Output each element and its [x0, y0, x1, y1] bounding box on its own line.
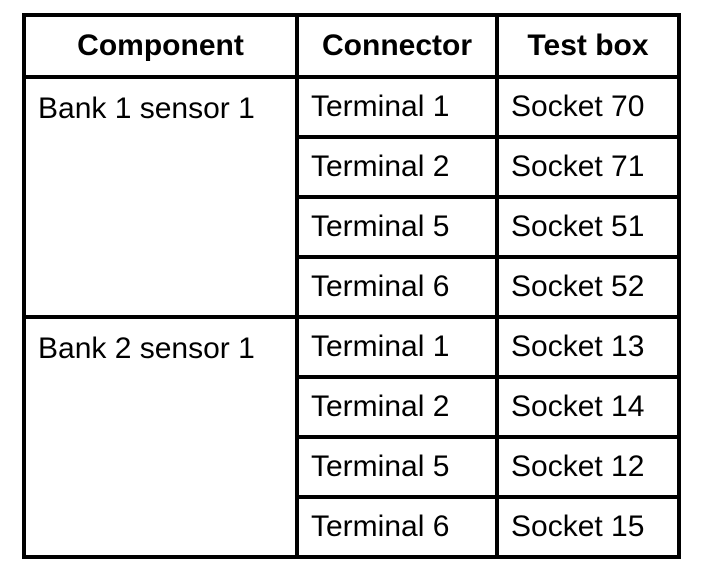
connector-cell: Terminal 2 — [295, 135, 499, 199]
connector-cell: Terminal 5 — [295, 435, 499, 499]
test-box-cell: Socket 70 — [495, 75, 681, 139]
test-box-cell: Socket 14 — [495, 375, 681, 439]
header-row: Component Connector Test box — [22, 13, 681, 79]
connector-cell: Terminal 1 — [295, 315, 499, 379]
connector-cell: Terminal 5 — [295, 195, 499, 259]
table-row: Terminal 6 Socket 15 — [24, 495, 681, 559]
test-box-cell: Socket 51 — [495, 195, 681, 259]
table-row: Terminal 2 Socket 71 — [24, 135, 681, 199]
table-row: Terminal 5 Socket 12 — [24, 435, 681, 499]
header-cell-component: Component — [22, 13, 299, 79]
connector-cell: Terminal 6 — [295, 255, 499, 319]
header-cell-connector: Connector — [295, 13, 499, 79]
table-row: Bank 1 sensor 1 Terminal 1 Socket 70 — [22, 75, 681, 319]
connector-cell: Terminal 1 — [295, 75, 499, 139]
test-box-cell: Socket 15 — [495, 495, 681, 559]
test-box-cell: Socket 13 — [495, 315, 681, 379]
header-cell-test-box: Test box — [495, 13, 681, 79]
connector-cell: Terminal 2 — [295, 375, 499, 439]
terminal-socket-assignment-table: Component Connector Test box Bank 1 sens… — [22, 13, 681, 559]
test-box-cell: Socket 71 — [495, 135, 681, 199]
component-cell: Bank 2 sensor 1 — [22, 315, 299, 559]
component-cell: Bank 1 sensor 1 — [22, 75, 299, 319]
table-row: Bank 2 sensor 1 Terminal 1 Socket 13 — [22, 315, 681, 559]
test-box-cell: Socket 12 — [495, 435, 681, 499]
table-row: Terminal 6 Socket 52 — [24, 255, 681, 319]
connector-cell: Terminal 6 — [295, 495, 499, 559]
table-row: Terminal 5 Socket 51 — [24, 195, 681, 259]
table-row: Terminal 2 Socket 14 — [24, 375, 681, 439]
test-box-cell: Socket 52 — [495, 255, 681, 319]
